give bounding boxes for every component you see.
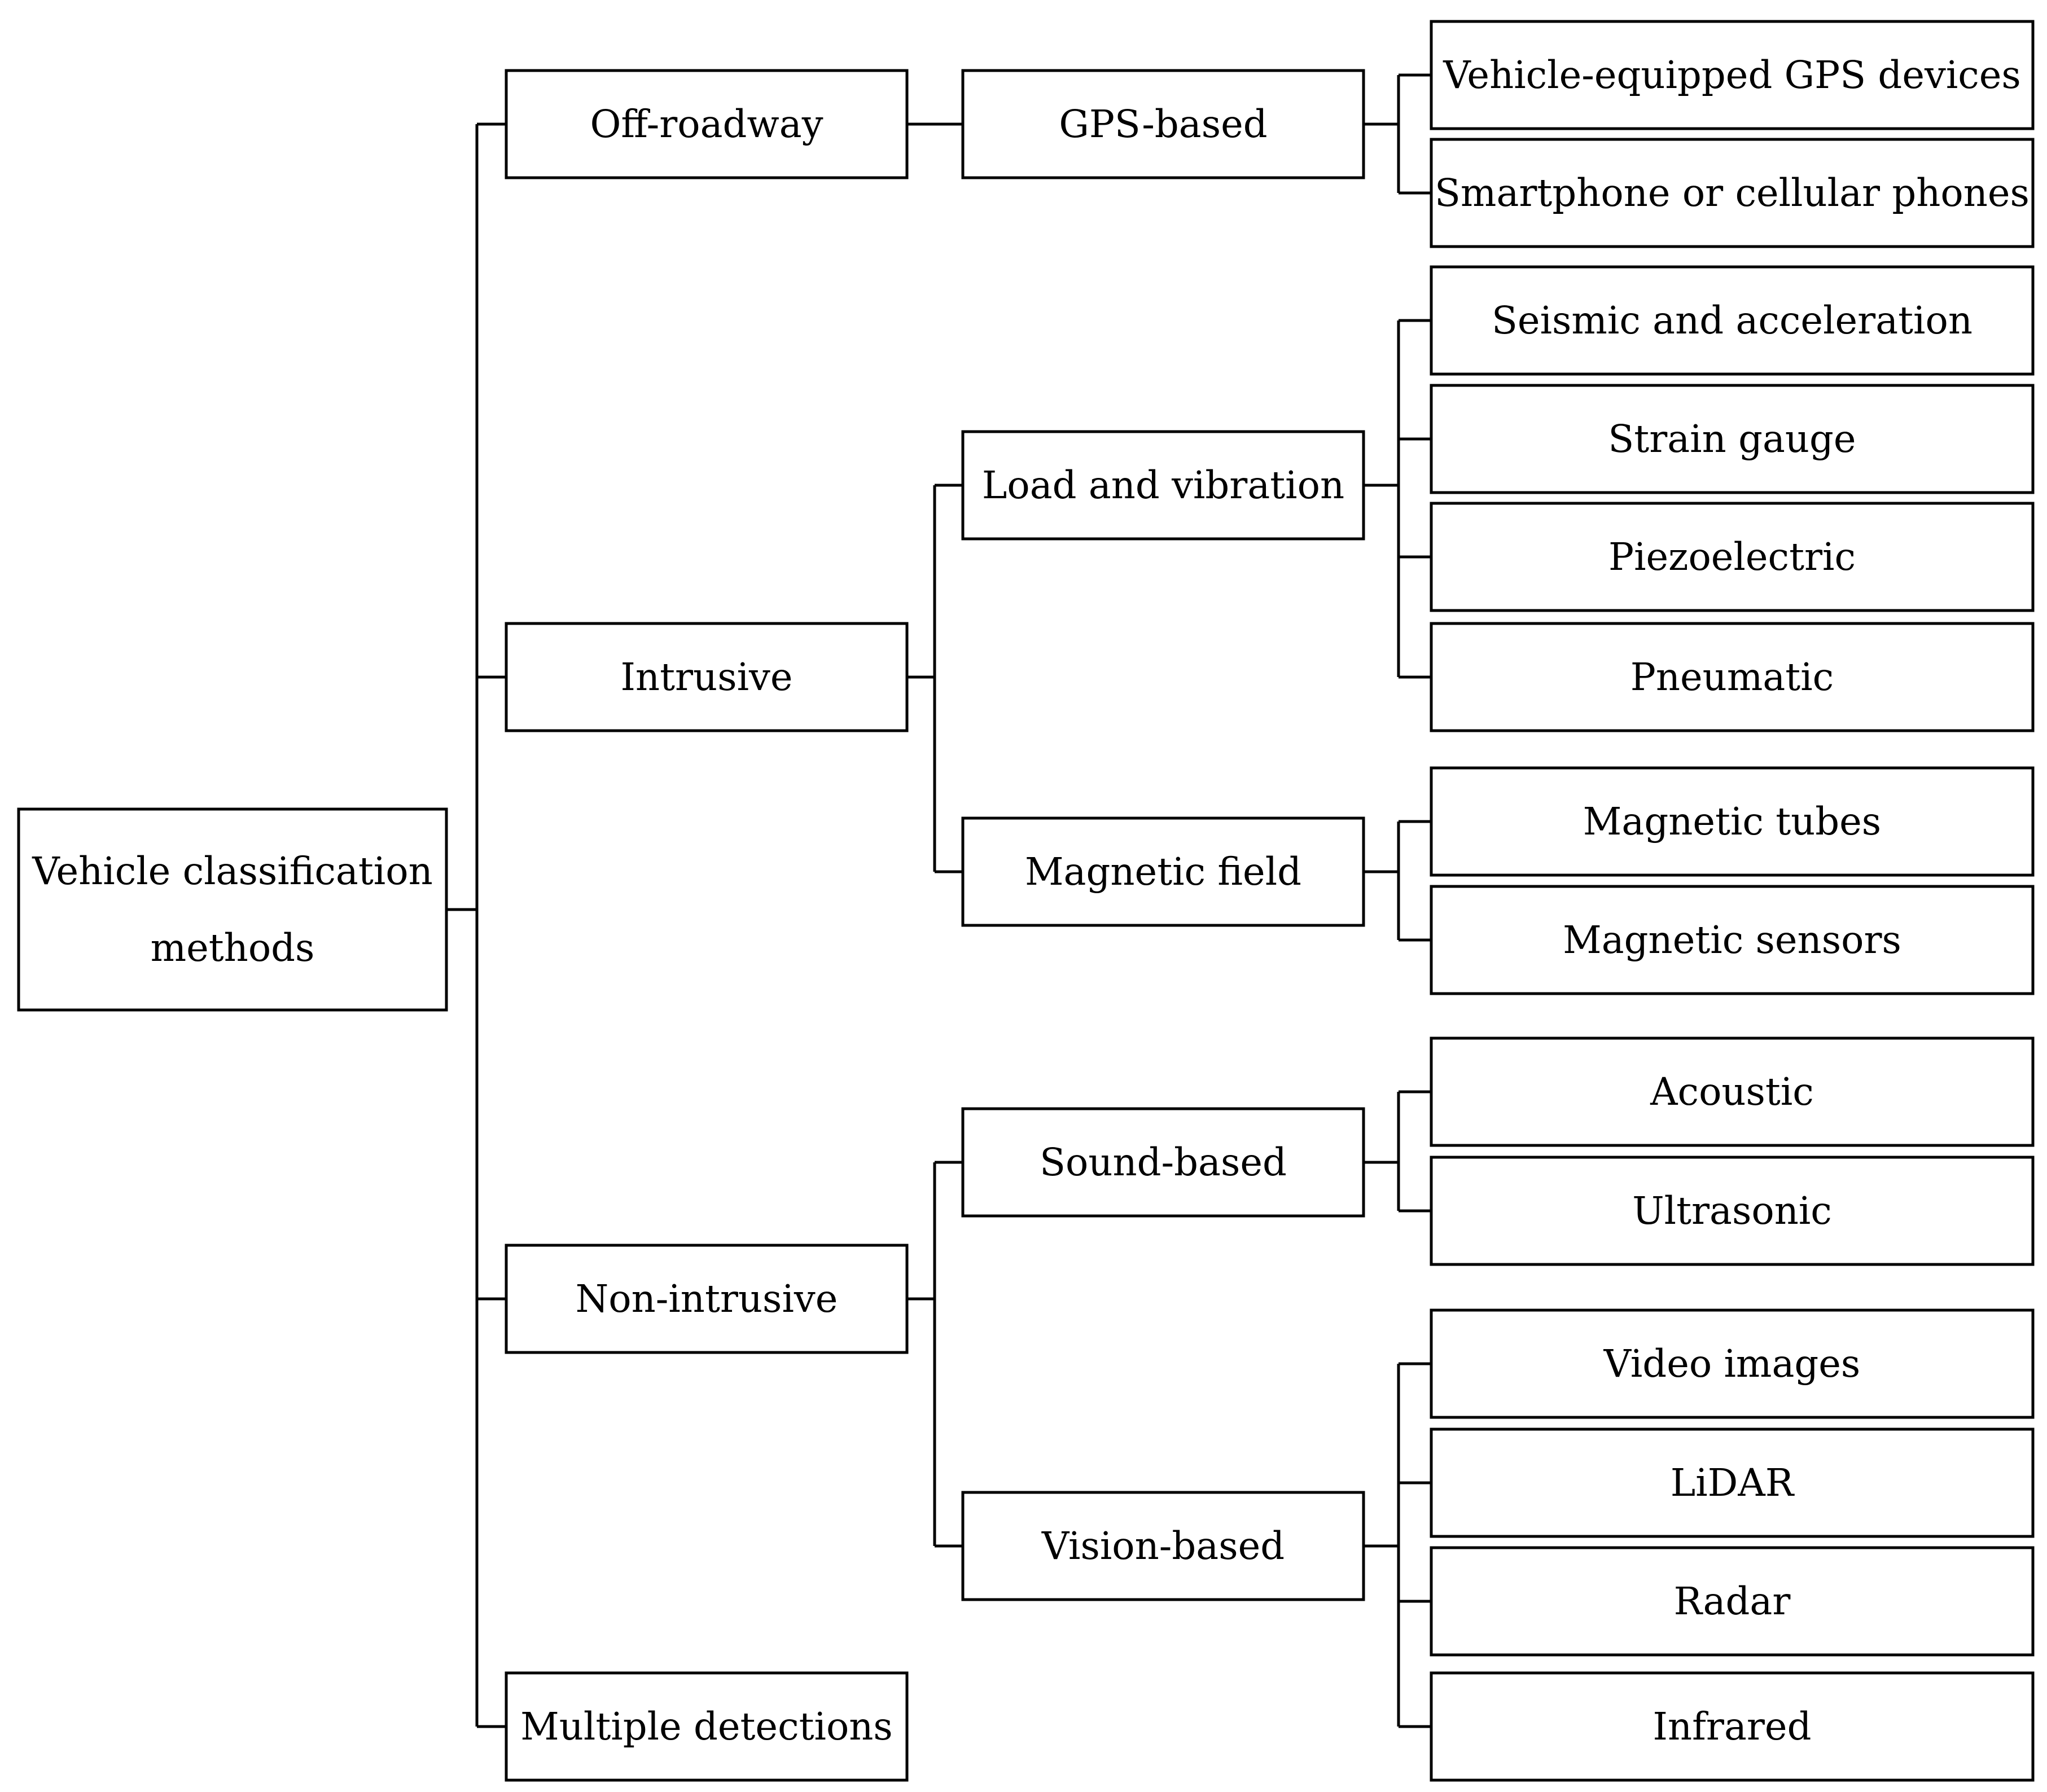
category-non-intrusive-label: Non-intrusive xyxy=(576,1277,838,1321)
item-radar-label: Radar xyxy=(1674,1579,1791,1623)
item-strain-gauge: Strain gauge xyxy=(1430,384,2035,494)
root-node: Vehicle classification methods xyxy=(17,807,448,1012)
category-off-roadway: Off-roadway xyxy=(505,69,909,179)
item-piezoelectric: Piezoelectric xyxy=(1430,502,2035,612)
group-magnetic-field-label: Magnetic field xyxy=(1025,850,1301,894)
root-node-label-line-1: Vehicle classification xyxy=(32,849,432,893)
item-lidar-box xyxy=(1430,1428,2035,1538)
category-intrusive-label: Intrusive xyxy=(620,655,792,699)
item-ultrasonic-label: Ultrasonic xyxy=(1632,1189,1832,1233)
item-vehicle-equipped-gps-devices-box xyxy=(1430,20,2035,130)
item-radar: Radar xyxy=(1430,1546,2035,1657)
category-off-roadway-box xyxy=(505,69,909,179)
item-acoustic-label: Acoustic xyxy=(1650,1070,1814,1114)
item-magnetic-sensors-label: Magnetic sensors xyxy=(1563,918,1901,962)
item-magnetic-tubes-box xyxy=(1430,766,2035,877)
group-sound-based-box xyxy=(961,1107,1365,1218)
group-vision-based-label: Vision-based xyxy=(1041,1524,1285,1568)
connector-lines xyxy=(446,73,1431,1728)
item-infrared-box xyxy=(1430,1671,2035,1782)
item-lidar: LiDAR xyxy=(1430,1428,2035,1538)
group-gps-based: GPS-based xyxy=(961,69,1365,179)
root-node-box xyxy=(17,807,448,1012)
item-infrared-label: Infrared xyxy=(1653,1705,1812,1749)
item-video-images: Video images xyxy=(1430,1308,2035,1419)
category-non-intrusive-box xyxy=(505,1244,909,1354)
item-pneumatic-label: Pneumatic xyxy=(1630,655,1834,699)
category-non-intrusive: Non-intrusive xyxy=(505,1244,909,1354)
group-sound-based-label: Sound-based xyxy=(1040,1140,1287,1184)
root-node-label-line-2: methods xyxy=(151,926,315,970)
group-load-and-vibration-label: Load and vibration xyxy=(982,463,1344,507)
item-pneumatic: Pneumatic xyxy=(1430,622,2035,732)
item-seismic-and-acceleration-label: Seismic and acceleration xyxy=(1492,298,1973,342)
item-lidar-label: LiDAR xyxy=(1671,1461,1795,1505)
group-gps-based-box xyxy=(961,69,1365,179)
item-smartphone-or-cellular-phones: Smartphone or cellular phones xyxy=(1430,138,2035,248)
group-vision-based: Vision-based xyxy=(961,1491,1365,1601)
category-intrusive-box xyxy=(505,622,909,732)
item-piezoelectric-label: Piezoelectric xyxy=(1608,535,1856,579)
item-infrared: Infrared xyxy=(1430,1671,2035,1782)
group-magnetic-field-box xyxy=(961,816,1365,927)
item-seismic-and-acceleration: Seismic and acceleration xyxy=(1430,265,2035,376)
item-ultrasonic: Ultrasonic xyxy=(1430,1156,2035,1266)
item-smartphone-or-cellular-phones-box xyxy=(1430,138,2035,248)
category-off-roadway-label: Off-roadway xyxy=(590,102,823,146)
item-ultrasonic-box xyxy=(1430,1156,2035,1266)
group-magnetic-field: Magnetic field xyxy=(961,816,1365,927)
item-acoustic-box xyxy=(1430,1036,2035,1147)
item-magnetic-tubes-label: Magnetic tubes xyxy=(1583,800,1881,844)
category-multiple-detections-label: Multiple detections xyxy=(520,1705,893,1749)
item-acoustic: Acoustic xyxy=(1430,1036,2035,1147)
item-magnetic-sensors-box xyxy=(1430,885,2035,995)
item-strain-gauge-box xyxy=(1430,384,2035,494)
item-smartphone-or-cellular-phones-label: Smartphone or cellular phones xyxy=(1435,171,2030,215)
item-magnetic-sensors: Magnetic sensors xyxy=(1430,885,2035,995)
group-vision-based-box xyxy=(961,1491,1365,1601)
item-vehicle-equipped-gps-devices-label: Vehicle-equipped GPS devices xyxy=(1443,53,2021,97)
item-strain-gauge-label: Strain gauge xyxy=(1608,417,1856,461)
item-radar-box xyxy=(1430,1546,2035,1657)
item-video-images-label: Video images xyxy=(1603,1342,1861,1386)
item-piezoelectric-box xyxy=(1430,502,2035,612)
item-video-images-box xyxy=(1430,1308,2035,1419)
group-sound-based: Sound-based xyxy=(961,1107,1365,1218)
item-vehicle-equipped-gps-devices: Vehicle-equipped GPS devices xyxy=(1430,20,2035,130)
tree-nodes: Vehicle classification methods Off-roadway… xyxy=(17,20,2035,1782)
item-pneumatic-box xyxy=(1430,622,2035,732)
category-intrusive: Intrusive xyxy=(505,622,909,732)
category-multiple-detections: Multiple detections xyxy=(505,1671,909,1782)
group-load-and-vibration: Load and vibration xyxy=(961,430,1365,541)
item-magnetic-tubes: Magnetic tubes xyxy=(1430,766,2035,877)
group-load-and-vibration-box xyxy=(961,430,1365,541)
category-multiple-detections-box xyxy=(505,1671,909,1782)
item-seismic-and-acceleration-box xyxy=(1430,265,2035,376)
group-gps-based-label: GPS-based xyxy=(1059,102,1267,146)
